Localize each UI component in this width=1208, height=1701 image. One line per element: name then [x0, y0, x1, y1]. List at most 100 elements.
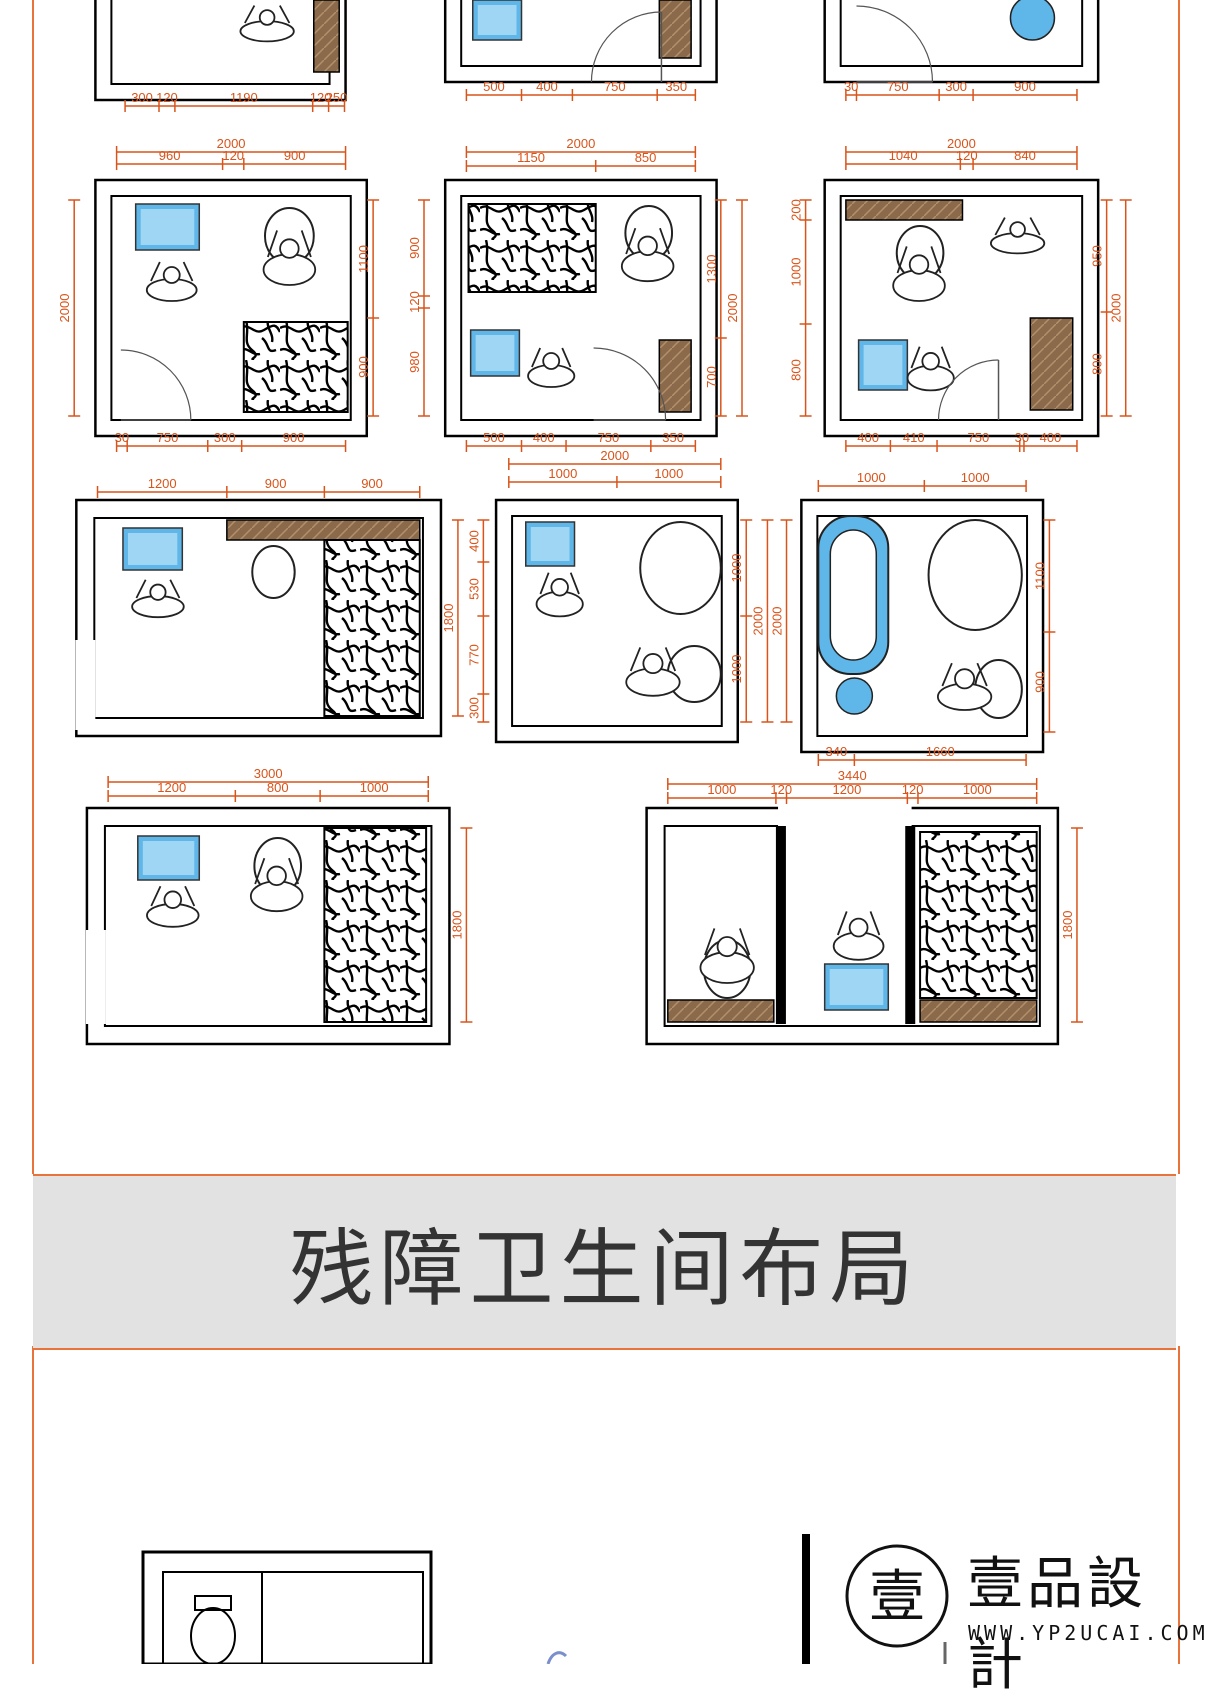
plan-r4a-dim-label: 3000 [254, 766, 283, 781]
plan-r2a-vertical-dimension-chain: 2000 [57, 199, 81, 417]
plan-r3a-toilet [251, 545, 296, 599]
plan-r2a-door [120, 349, 192, 421]
plan-r2b-vdim-label: 120 [407, 291, 422, 313]
wall-lower-left-inner [162, 1571, 424, 1664]
plan-r4a-vdim-label: 1800 [449, 911, 464, 940]
plan-r3c-vdim-label: 900 [1032, 671, 1047, 693]
plan-r2a-dim-label: 120 [222, 148, 244, 163]
plan-r3a-sink [122, 527, 184, 571]
plan-r2b-dim-label: 850 [635, 150, 657, 165]
plan-r2b-dim-label: 500 [483, 430, 505, 445]
plan-r1b-sink [472, 0, 523, 41]
plan-r1a-dim-label: 120 [156, 90, 178, 105]
plan-r2c-sink [857, 339, 909, 391]
plan-r2c-dim-label: 30 [1015, 430, 1029, 445]
plan-r4b-sink-basin-inner [829, 969, 884, 1005]
plan-r2b-vdim-label: 1300 [704, 255, 719, 284]
plan-r4b-sink [823, 963, 890, 1011]
plan-r2b-door-swing [593, 347, 667, 421]
plan-r4a-sink-basin-inner [142, 841, 195, 875]
plan-r2c-person-toilet-shoulders [892, 269, 946, 302]
plan-r2a-dim-label: 900 [283, 430, 305, 445]
toilet-icon [190, 1607, 236, 1664]
plan-r4a-dim-label: 1200 [157, 780, 186, 795]
plan-r2b-person-toilet-head [637, 235, 658, 257]
plan-r4b-partition-right [905, 826, 916, 1024]
plan-r2b-vertical-dimension-chain: 2000 [725, 199, 748, 417]
plan-r3b-dim-label: 1000 [548, 466, 577, 481]
plan-r2c-person-sink-head [921, 352, 940, 371]
plan-r1a-person-head [258, 9, 276, 26]
plan-r4a-vertical-dimension-chain: 1800 [449, 827, 473, 1023]
plan-r2c-sink-basin-inner [863, 345, 903, 385]
plan-r2a-dim-label: 750 [157, 430, 179, 445]
plan-r3b-sink [525, 521, 576, 567]
plan-r2c-wood-cabinet [1029, 317, 1074, 411]
plan-r3c-round-sink [835, 677, 874, 715]
sheet-frame-bottom [32, 1346, 1180, 1664]
plan-r2c-outer-wall [823, 178, 1100, 438]
plan-r4b-person-toilet [699, 928, 755, 984]
plan-r2c-vdim-label: 800 [1090, 353, 1105, 375]
plan-r2c-person-toilet [892, 246, 946, 302]
plan-r2a-dimension-chain: 2000 [115, 136, 347, 158]
plan-r4b-shower-marble [919, 831, 1038, 999]
plan-r4a-person-sink-head [163, 890, 182, 909]
plan-r3a-vertical-dimension-chain: 1800 [441, 519, 464, 717]
plan-r3a-dim-label: 900 [361, 476, 383, 491]
plan-r3b-vdim-label: 2000 [770, 607, 785, 636]
plan-r3b-person-sink-arms [539, 572, 580, 595]
plan-r3a-person-sink-arms [135, 579, 181, 599]
plan-r2c-dim-label: 840 [1014, 148, 1036, 163]
plan-r2b-person-sink-arms [531, 347, 572, 368]
plan-r2a-vdim-label: 1100 [356, 245, 371, 273]
plan-r2c-vertical-dimension-chain: 2000 [1109, 199, 1132, 417]
plan-r3a-dim-label: 900 [265, 476, 287, 491]
plan-r3a-sink-basin-inner [127, 533, 178, 565]
plan-r3b-dim-label: 2000 [600, 448, 629, 463]
plan-r3c-dim-label: 340 [825, 744, 847, 759]
plan-r2a-person-toilet-head [279, 238, 300, 259]
plan-r4a-opening [85, 930, 106, 1024]
plan-r1b-wood-cabinet [658, 0, 692, 59]
plan-r1a [94, 0, 347, 102]
plan-r4b-dim-label: 1000 [963, 782, 992, 797]
plan-r3c-outer-wall [800, 498, 1045, 754]
plan-r3c-bathtub-inner [829, 529, 878, 661]
plan-r3b-vdim-label: 530 [466, 578, 481, 600]
plan-r3b-sink-basin-inner [530, 527, 570, 561]
plan-r2a-vdim-label: 2000 [57, 294, 72, 323]
plan-r3b-outer-wall [494, 498, 740, 744]
plan-r4b-dim-label: 120 [902, 782, 924, 797]
plan-r2a-dim-label: 2000 [217, 136, 246, 151]
plan-r2b-sink-basin-inner [475, 335, 515, 371]
plan-r2c-dim-label: 400 [857, 430, 879, 445]
plan-r2c-person-toilet-head [908, 254, 930, 275]
plan-r1c-dim-label: 900 [1014, 79, 1036, 94]
plan-r1c-sink [1009, 0, 1056, 41]
plan-r3c-dim-label: 1660 [926, 744, 955, 759]
plan-r2b-person-toilet-arms [625, 227, 671, 255]
plan-r1b-door-swing [590, 11, 662, 83]
plan-r2c-person-wheel [989, 217, 1046, 255]
plan-r4a-person-toilet [249, 857, 304, 913]
plan-r3b-vdim-label: 770 [466, 644, 481, 666]
plan-r2a-dim-label: 900 [284, 148, 306, 163]
plan-r3c-shower-area-bowl [927, 519, 1023, 631]
plan-r1a-wood-cabinet [313, 0, 340, 73]
plan-r2a-person-toilet-arms [267, 230, 312, 258]
plan-r4b-wood-left [667, 999, 775, 1023]
plan-r4a-sink [137, 835, 201, 881]
plan-r3b-person-sink-head [550, 578, 569, 597]
